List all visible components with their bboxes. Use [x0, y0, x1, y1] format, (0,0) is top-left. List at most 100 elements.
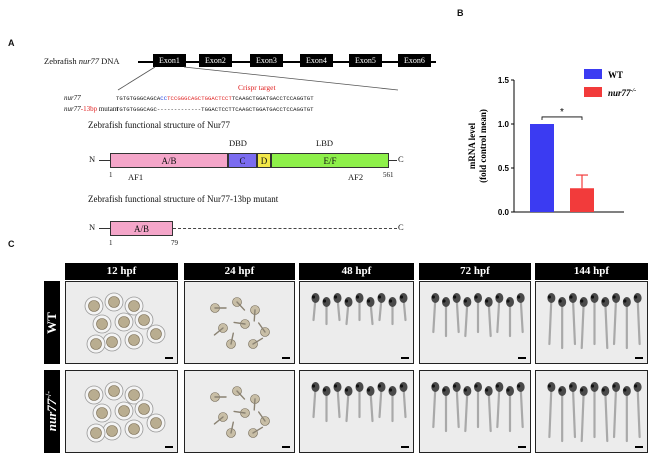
wt-seq-pre: TGTGTGGGCAGCA — [116, 95, 161, 102]
y-label-line2: (fold control mean) — [478, 109, 488, 183]
exon-5: Exon5 — [349, 54, 382, 67]
legend-swatch-1 — [584, 87, 602, 97]
mut-label-suffix: mutant — [97, 105, 119, 113]
mut-c-terminus: C — [398, 222, 404, 232]
panel-label-c: C — [8, 239, 15, 249]
scale-bar — [165, 446, 173, 448]
photo-wt-144hpf — [535, 281, 648, 364]
mut-seq-label: nur77-13bp mutant — [64, 105, 118, 113]
row-label-mutant: nur77-/- — [44, 370, 60, 453]
wt-start: 1 — [109, 171, 113, 179]
photo-mut-72hpf — [419, 370, 531, 453]
scale-bar — [165, 357, 173, 359]
domain-c: C — [228, 153, 257, 168]
y-axis-label: mRNA level(fold control mean) — [467, 109, 488, 183]
stage-header-48hpf: 48 hpf — [299, 263, 414, 280]
row-label-wt: WT — [44, 281, 60, 364]
exon-3: Exon3 — [250, 54, 283, 67]
legend-text: WT — [608, 70, 623, 80]
photo-wt-48hpf — [299, 281, 414, 364]
larvae-image — [311, 293, 408, 326]
af2-label: AF2 — [348, 172, 364, 182]
wt-seq-post: TCAAGCTGGATGACCTCCAGGTGT — [231, 95, 314, 102]
y-label-line1: mRNA level — [467, 122, 477, 169]
larvae-image — [311, 382, 408, 423]
stage-header-72hpf: 72 hpf — [419, 263, 531, 280]
legend-label-0: WT — [608, 70, 623, 80]
scale-bar — [518, 446, 526, 448]
wt-c-line — [389, 160, 397, 161]
mut-protein-title: Zebrafish functional structure of Nur77-… — [88, 194, 279, 204]
scale-bar — [635, 446, 643, 448]
gene-title-suffix: DNA — [99, 56, 120, 66]
significance-bracket — [541, 116, 583, 120]
legend-label-1: nur77-/- — [608, 88, 636, 98]
wt-seq-red: TCCGGGCAGCTGGACTCCT — [167, 95, 232, 102]
domain-ef: E/F — [271, 153, 389, 168]
bar-1 — [570, 188, 594, 212]
panel-label-b: B — [457, 8, 464, 18]
row-label-mutant-text: nur77-/- — [44, 391, 60, 431]
mut-n-terminus: N — [89, 222, 96, 232]
photo-wt-72hpf — [419, 281, 531, 364]
photo-mut-12hpf — [65, 370, 178, 453]
row-label-mutant-gene: nur77 — [44, 399, 60, 432]
wt-n-terminus: N — [89, 154, 96, 164]
y-tick-label: 0.0 — [498, 208, 510, 217]
exon-1: Exon1 — [153, 54, 186, 67]
zoom-lines — [117, 66, 399, 91]
embryos-image — [210, 297, 270, 349]
significance-star: * — [560, 107, 564, 118]
larvae-image — [547, 382, 642, 443]
scale-bar — [635, 357, 643, 359]
crispr-label: Crispr target — [238, 83, 276, 92]
legend-sup: -/- — [631, 88, 637, 94]
embryos-image — [84, 292, 166, 354]
photo-mut-24hpf — [184, 370, 295, 453]
mut-label-red: -13bp — [80, 105, 98, 113]
stage-header-24hpf: 24 hpf — [184, 263, 295, 280]
scale-bar — [401, 446, 409, 448]
photo-mut-48hpf — [299, 370, 414, 453]
wt-seq-blue: CC — [160, 95, 168, 102]
larvae-image — [547, 293, 642, 350]
embryos-image — [210, 386, 270, 438]
wt-end: 561 — [383, 171, 394, 179]
scale-bar — [282, 446, 290, 448]
domain-ab: A/B — [110, 153, 228, 168]
mut-sequence: TGTGTGGGCAGC-------------TGGACTCCTTCAAGC… — [116, 106, 314, 113]
wt-domain-lbd-label: LBD — [316, 138, 333, 148]
embryos-image — [84, 381, 166, 443]
scale-bar — [401, 357, 409, 359]
row-label-mutant-sup: -/- — [43, 391, 53, 400]
gene-line — [138, 61, 436, 63]
exon-2: Exon2 — [199, 54, 232, 67]
bar-0 — [530, 124, 554, 212]
wt-protein-title: Zebrafish functional structure of Nur77 — [88, 120, 230, 130]
mut-domain-ab: A/B — [110, 221, 173, 236]
photo-wt-24hpf — [184, 281, 295, 364]
exon-4: Exon4 — [300, 54, 333, 67]
y-tick-label: 0.5 — [498, 164, 510, 173]
panel-label-a: A — [8, 38, 15, 48]
gene-title: Zebrafish nur77 DNA — [44, 56, 120, 66]
row-label-wt-text: WT — [44, 311, 60, 334]
mrna-bar-chart: 0.00.51.01.5*mRNA level(fold control mea… — [467, 69, 636, 217]
larvae-image — [431, 382, 525, 433]
photo-mut-144hpf — [535, 370, 648, 453]
mut-n-line — [99, 228, 111, 229]
mut-end: 79 — [171, 239, 178, 247]
domain-d: D — [257, 153, 271, 168]
exon-6: Exon6 — [398, 54, 431, 67]
stage-header-144hpf: 144 hpf — [535, 263, 648, 280]
legend-swatch-0 — [584, 69, 602, 79]
y-tick-label: 1.5 — [498, 76, 510, 85]
af1-label: AF1 — [128, 172, 144, 182]
scale-bar — [282, 357, 290, 359]
wt-sequence: TGTGTGGGCAGCACCTCCGGGCAGCTGGACTCCTTCAAGC… — [116, 95, 314, 102]
scale-bar — [518, 357, 526, 359]
stage-header-12hpf: 12 hpf — [65, 263, 178, 280]
wt-n-line — [99, 160, 111, 161]
gene-title-prefix: Zebrafish — [44, 56, 79, 66]
wt-c-terminus: C — [398, 154, 404, 164]
